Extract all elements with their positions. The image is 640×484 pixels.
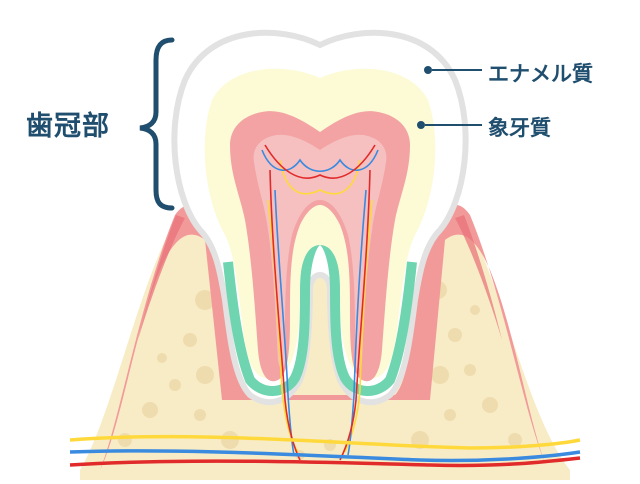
- crown-bracket: [139, 37, 175, 211]
- bottom-vessels: [69, 434, 581, 468]
- pulp-inner: [253, 134, 387, 369]
- enamel-label: エナメル質: [488, 62, 593, 86]
- crown-label: 歯冠部: [26, 111, 110, 142]
- gum: [100, 204, 548, 470]
- leader-lines: [417, 66, 482, 129]
- dentin-label: 象牙質: [488, 116, 551, 140]
- nerves: [261, 144, 379, 461]
